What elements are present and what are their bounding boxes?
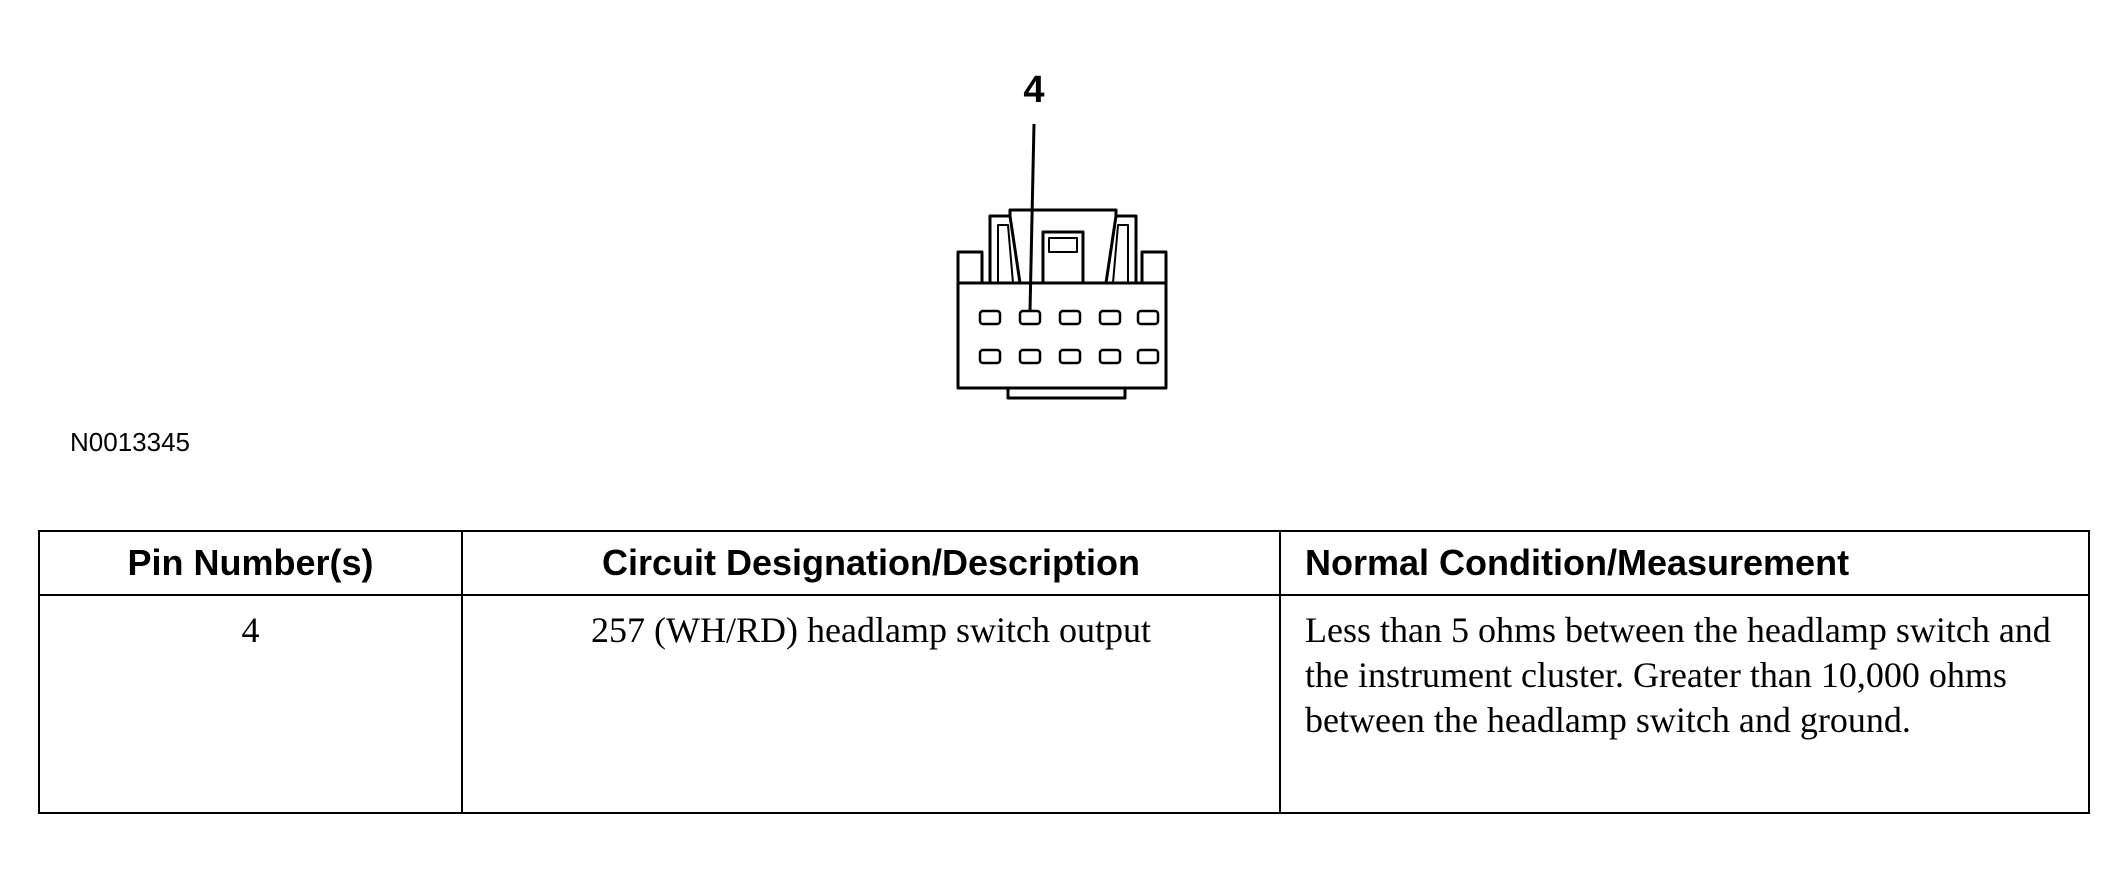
cell-measurement: Less than 5 ohms between the headlamp sw… xyxy=(1279,594,2090,814)
cavity xyxy=(1058,309,1082,326)
cavity xyxy=(1018,348,1042,365)
cell-pin-number: 4 xyxy=(38,594,463,814)
connector-left-shoulder xyxy=(956,250,984,283)
header-circuit-designation: Circuit Designation/Description xyxy=(461,530,1281,596)
cavity xyxy=(1136,309,1160,326)
connector-lock-tab xyxy=(1041,230,1085,285)
figure-id: N0013345 xyxy=(70,427,190,457)
connector-diagram xyxy=(956,123,1168,400)
cavity-4 xyxy=(1018,309,1042,326)
cavity xyxy=(1136,348,1160,365)
cavity xyxy=(1098,348,1122,365)
cavity xyxy=(978,348,1002,365)
connector-top-rail xyxy=(1008,208,1118,216)
connector-right-latch xyxy=(1104,214,1138,284)
connector-bottom-lip xyxy=(1006,388,1127,400)
connector-right-shoulder xyxy=(1140,250,1168,283)
table-row: 4 257 (WH/RD) headlamp switch output Les… xyxy=(38,594,2090,814)
cell-circuit-description: 257 (WH/RD) headlamp switch output xyxy=(461,594,1281,814)
header-normal-condition: Normal Condition/Measurement xyxy=(1279,530,2090,596)
cavity-1 xyxy=(978,309,1002,326)
connector-housing xyxy=(956,281,1168,390)
table-header-row: Pin Number(s) Circuit Designation/Descri… xyxy=(38,530,2090,596)
connector-body xyxy=(956,208,1168,400)
callout-pin-label: 4 xyxy=(1023,69,1045,111)
connector-right-latch-inner xyxy=(1112,224,1129,284)
header-pin-numbers: Pin Number(s) xyxy=(38,530,463,596)
connector-lock-tab-cap xyxy=(1048,237,1078,253)
connector-left-latch xyxy=(988,214,1022,284)
cavity xyxy=(1058,348,1082,365)
cavity-row-upper xyxy=(978,309,1160,326)
cavity-row-lower xyxy=(978,348,1160,365)
connector-left-latch-inner xyxy=(997,224,1014,284)
callout-leader-line xyxy=(1028,123,1036,312)
pin-table: Pin Number(s) Circuit Designation/Descri… xyxy=(38,530,2090,814)
cavity xyxy=(1098,309,1122,326)
